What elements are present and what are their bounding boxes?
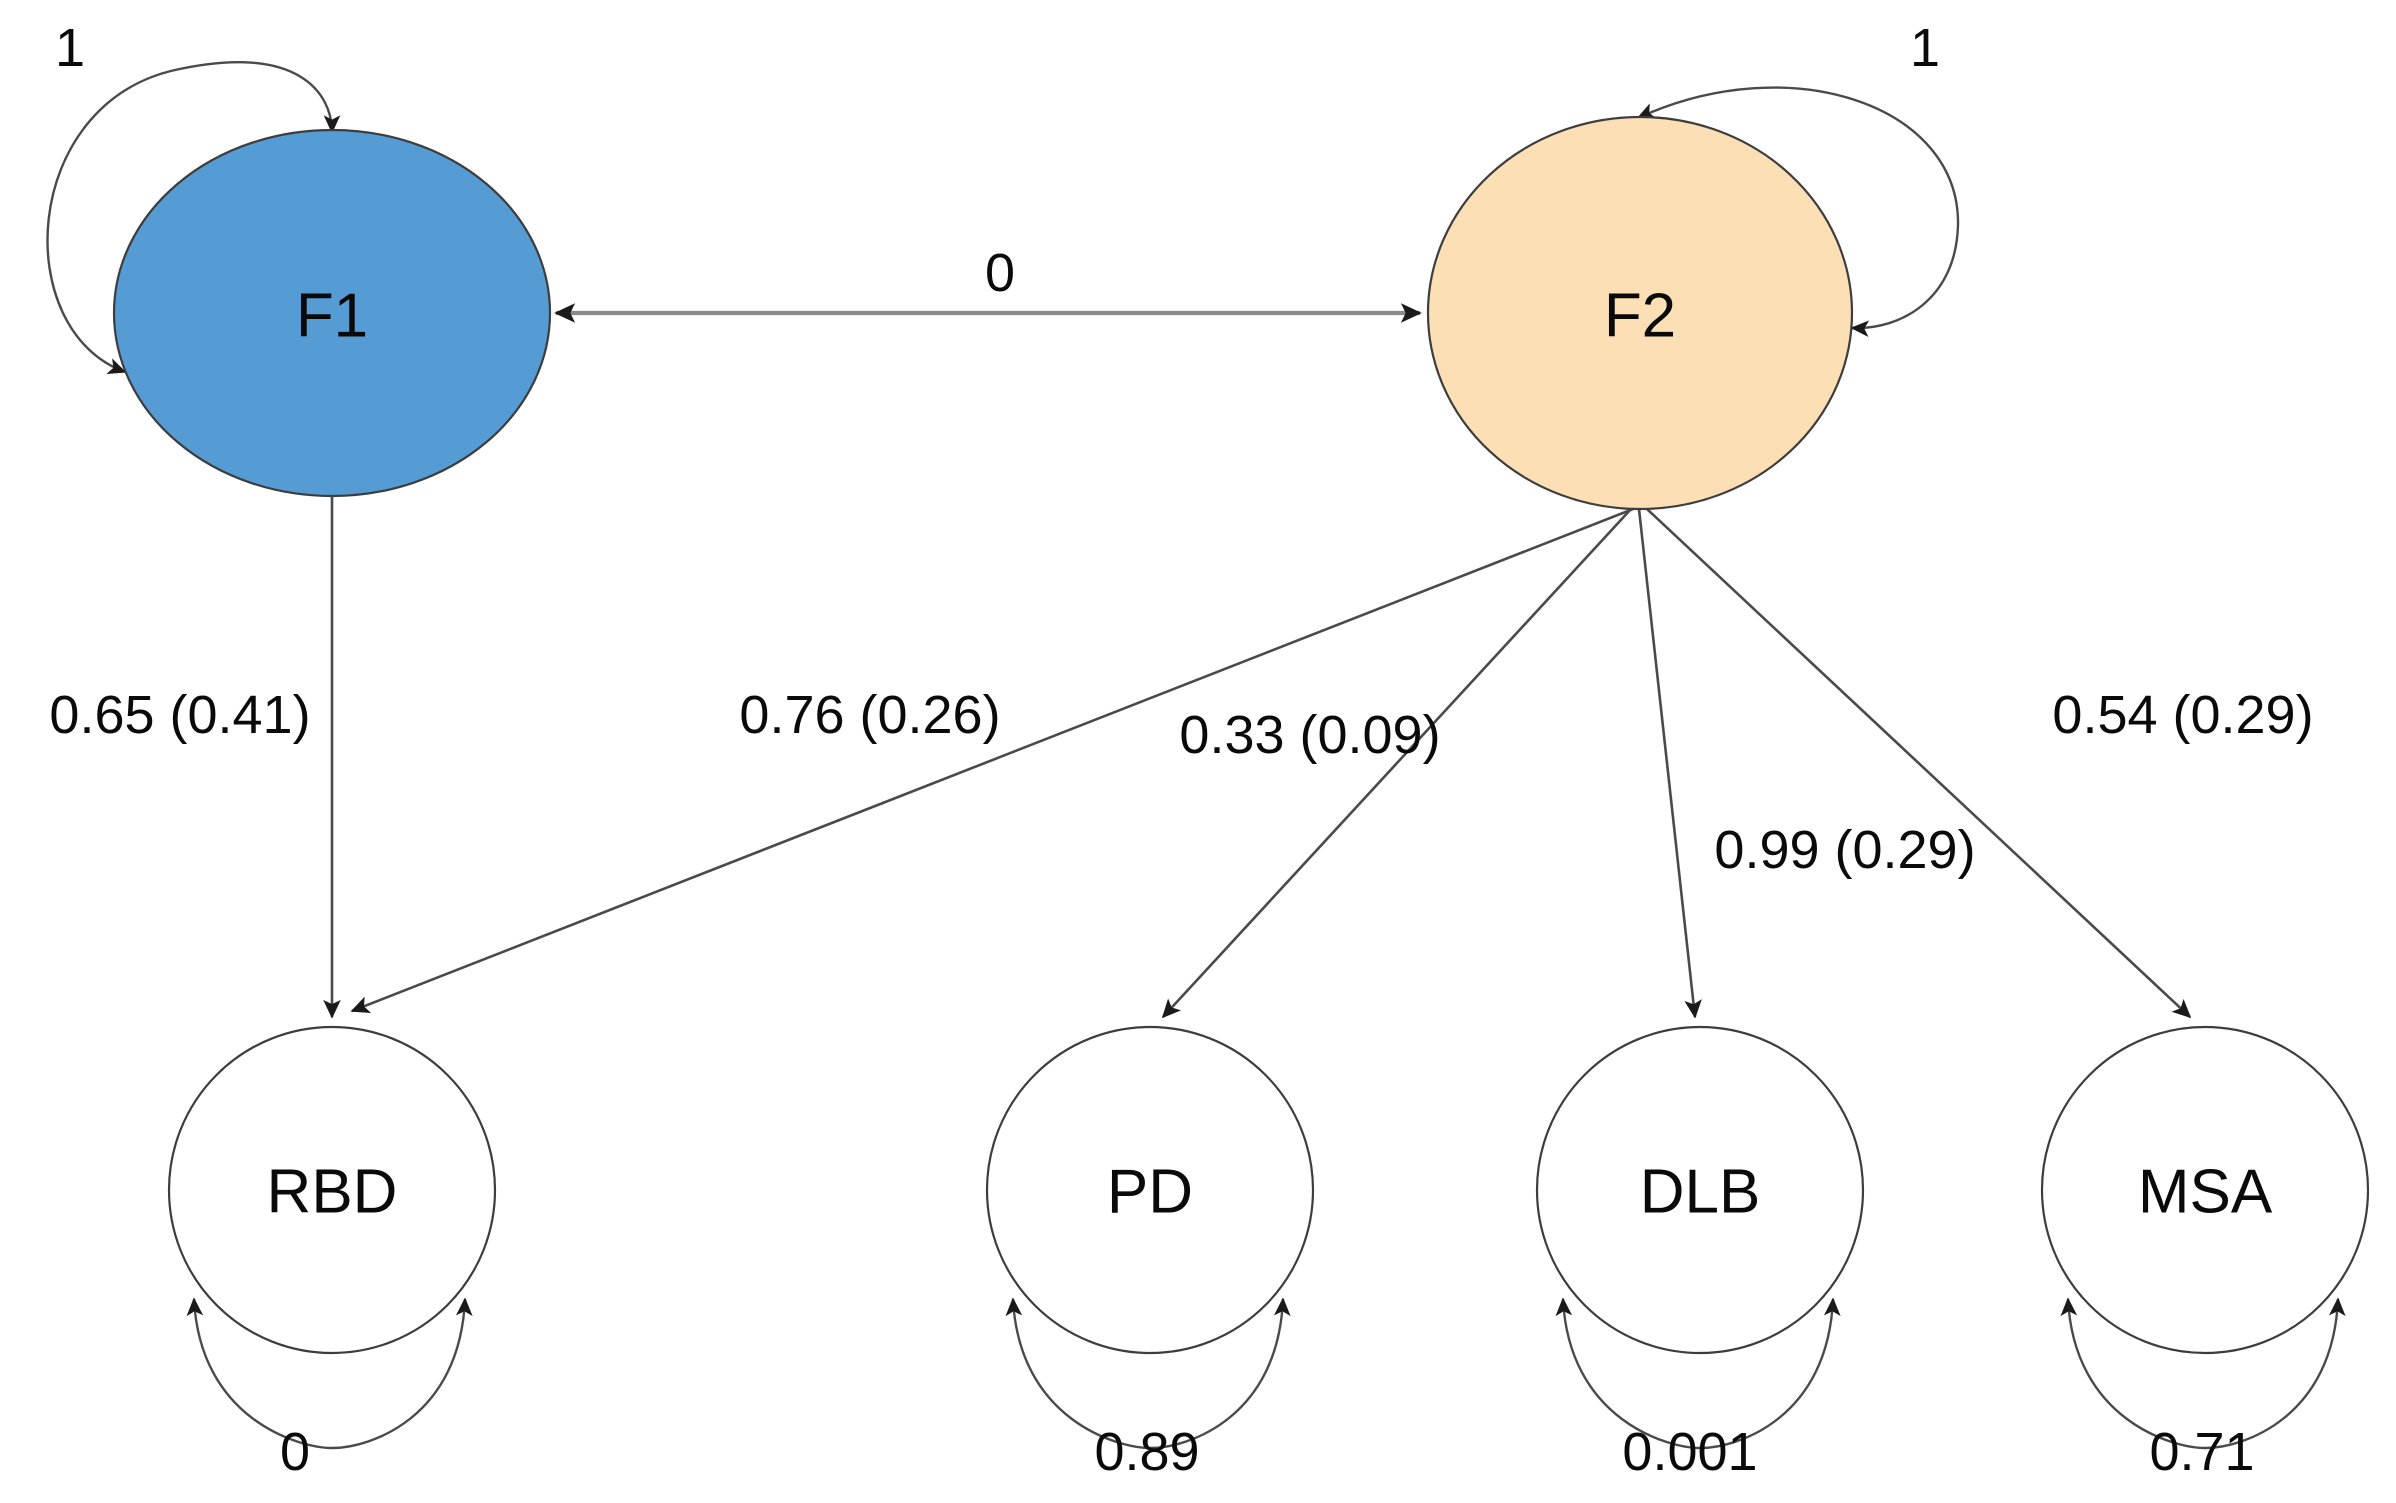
node-pd[interactable]: PD: [985, 1025, 1315, 1355]
node-msa[interactable]: MSA: [2040, 1025, 2370, 1355]
loop-label-layer: 1 1 0 0.89 0.001 0.71: [55, 18, 2255, 1482]
node-f2-shape[interactable]: [1426, 115, 1854, 511]
edge-f2-dlb[interactable]: [1637, 508, 1702, 1019]
edge-label-f2-dlb: 0.99 (0.29): [1714, 820, 1975, 880]
edge-label-f2-msa: 0.54 (0.29): [2052, 685, 2313, 745]
edge-label-f2-pd: 0.33 (0.09): [1179, 705, 1440, 765]
node-pd-shape[interactable]: [985, 1025, 1315, 1355]
loop-label-msa-residual: 0.71: [2149, 1422, 2254, 1482]
edge-label-f1-rbd: 0.65 (0.41): [49, 685, 310, 745]
node-f1[interactable]: F1: [112, 128, 552, 498]
node-rbd-shape[interactable]: [167, 1025, 497, 1355]
node-pd-label: PD: [1107, 1158, 1193, 1227]
edge-f2-pd[interactable]: [1161, 508, 1632, 1019]
loop-label-f2-variance: 1: [1910, 18, 1940, 78]
node-dlb-label: DLB: [1640, 1158, 1761, 1227]
edge-f2-rbd[interactable]: [350, 507, 1634, 1013]
node-f1-shape[interactable]: [112, 128, 552, 498]
edge-f2-msa[interactable]: [1646, 508, 2192, 1019]
self-loop-msa-residual[interactable]: [2060, 1297, 2346, 1450]
self-loop-f1-variance[interactable]: [46, 60, 341, 375]
loop-label-dlb-residual: 0.001: [1622, 1422, 1757, 1482]
edge-label-f1-f2-covariance: 0: [985, 243, 1015, 303]
edge-layer: [323, 303, 2192, 1019]
self-loop-pd-residual[interactable]: [1005, 1297, 1291, 1450]
loop-label-rbd-residual: 0: [280, 1422, 310, 1482]
node-dlb[interactable]: DLB: [1535, 1025, 1865, 1355]
edge-label-layer: 0.65 (0.41) 0.76 (0.26) 0.33 (0.09) 0.99…: [49, 243, 2313, 880]
node-dlb-shape[interactable]: [1535, 1025, 1865, 1355]
edge-label-f2-rbd: 0.76 (0.26): [739, 685, 1000, 745]
self-loop-rbd-residual[interactable]: [186, 1297, 473, 1450]
node-f2-label: F2: [1604, 282, 1676, 351]
node-rbd-label: RBD: [267, 1158, 398, 1227]
node-rbd[interactable]: RBD: [167, 1025, 497, 1355]
node-f2[interactable]: F2: [1426, 115, 1854, 511]
self-loop-f2-variance[interactable]: [1636, 86, 1960, 338]
node-f1-label: F1: [296, 282, 368, 351]
self-loop-dlb-residual[interactable]: [1555, 1297, 1841, 1450]
node-layer: F1 F2 RBD PD DLB: [112, 115, 2370, 1355]
loop-label-f1-variance: 1: [55, 18, 85, 78]
loop-label-pd-residual: 0.89: [1094, 1422, 1199, 1482]
self-loop-layer: [46, 60, 2346, 1450]
node-msa-shape[interactable]: [2040, 1025, 2370, 1355]
node-msa-label: MSA: [2138, 1158, 2273, 1227]
